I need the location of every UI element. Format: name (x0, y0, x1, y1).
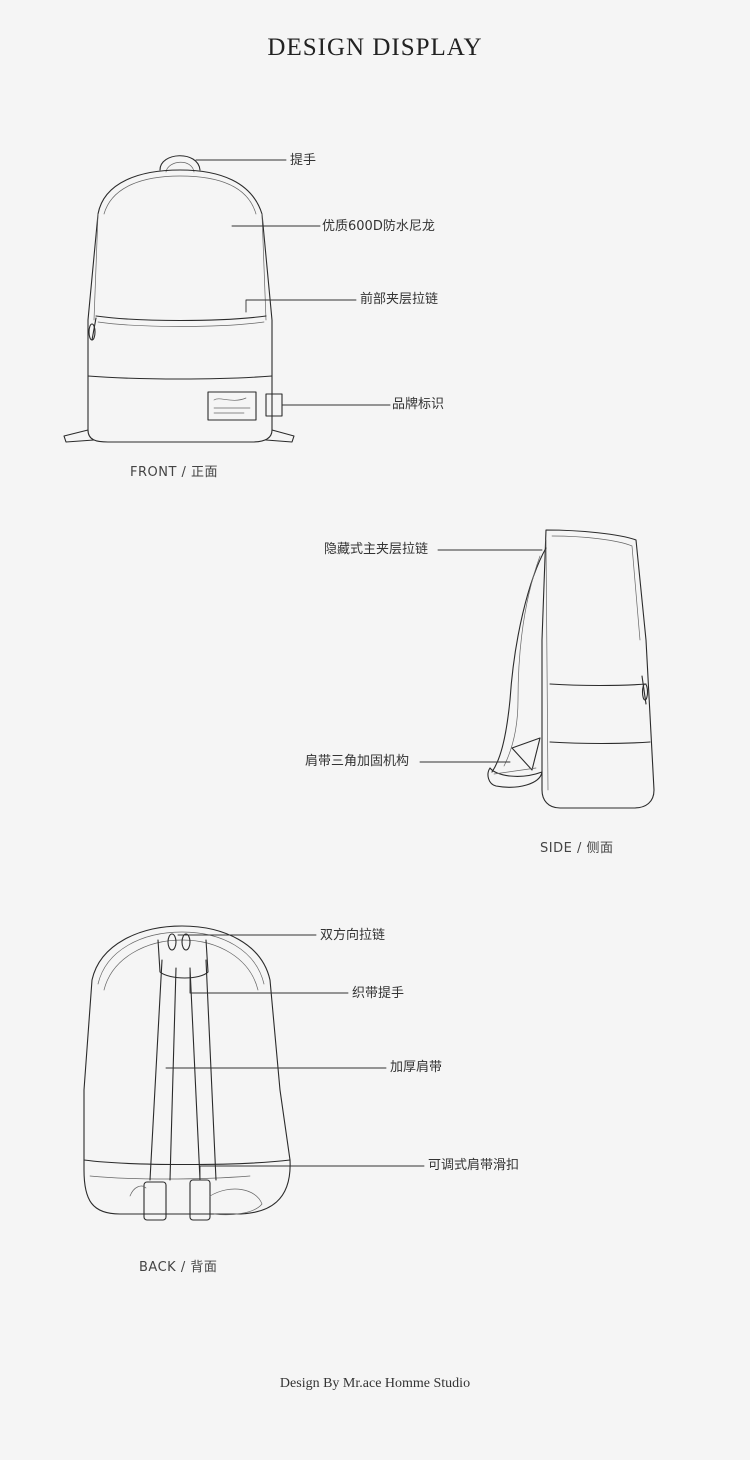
label-webbing-handle: 织带提手 (352, 986, 405, 1001)
label-brand-logo: 品牌标识 (392, 397, 445, 412)
front-view-caption: FRONT / 正面 (130, 465, 219, 480)
side-view-caption: SIDE / 侧面 (540, 841, 614, 856)
label-nylon-material: 优质600D防水尼龙 (322, 219, 435, 234)
label-strap-triangle: 肩带三角加固机构 (305, 754, 410, 769)
label-two-way-zipper: 双方向拉链 (320, 928, 386, 943)
label-hidden-main-zipper: 隐藏式主夹层拉链 (324, 542, 429, 557)
side-view-sketch (487, 529, 655, 809)
label-strap-slider: 可调式肩带滑扣 (428, 1158, 520, 1173)
back-view-sketch (83, 925, 291, 1221)
page-title: DESIGN DISPLAY (267, 34, 483, 61)
label-padded-straps: 加厚肩带 (390, 1060, 443, 1075)
front-view-sketch (63, 155, 295, 443)
back-view-caption: BACK / 背面 (139, 1260, 218, 1275)
footer-credit: Design By Mr.ace Homme Studio (279, 1376, 471, 1391)
label-front-zipper: 前部夹层拉链 (360, 292, 439, 307)
label-handle: 提手 (290, 153, 317, 168)
